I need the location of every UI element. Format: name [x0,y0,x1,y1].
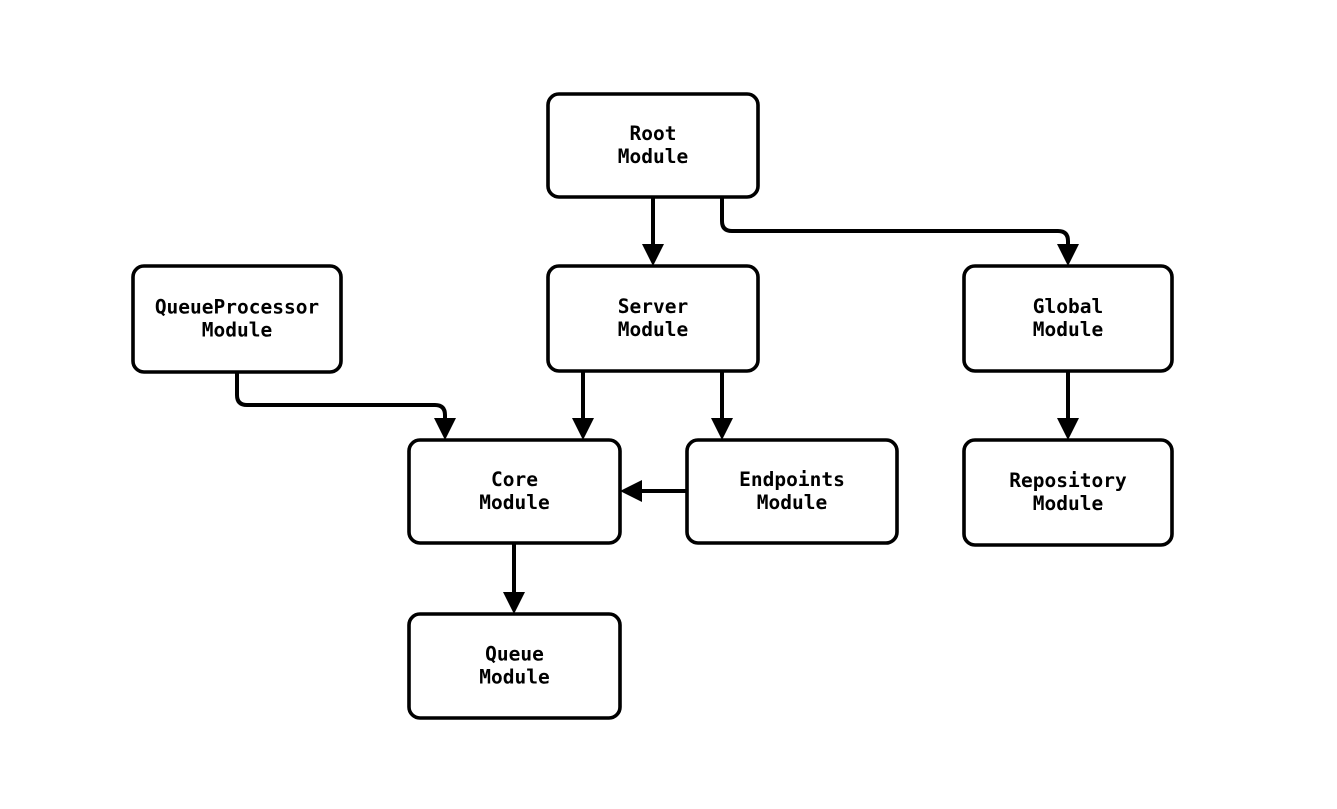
node-label-line2: Module [618,145,688,168]
edge-root-to-global [720,197,1079,266]
node-box[interactable] [546,92,760,199]
node-label-line1: Endpoints [739,468,845,491]
arrowhead-icon [503,592,525,614]
edge-line [720,197,1070,248]
node-label-line1: Root [630,122,677,145]
edges-layer [235,197,1079,614]
arrowhead-icon [572,418,594,440]
node-label-line1: Global [1033,295,1103,318]
node-label-line1: Server [618,295,688,318]
node-label-line1: QueueProcessor [155,296,319,319]
node-box[interactable] [962,438,1174,547]
arrowhead-icon [1057,418,1079,440]
arrowhead-icon [642,244,664,266]
arrowhead-icon [434,418,456,440]
edge-queueprocessor-to-core [235,372,456,440]
edge-line [235,372,447,422]
nodes-layer: RootModuleQueueProcessorModuleServerModu… [131,92,1174,720]
node-box[interactable] [407,438,622,545]
node-label-line2: Module [202,319,272,342]
node-box[interactable] [546,264,760,373]
edge-endpoints-to-core [620,480,687,502]
arrowhead-icon [1057,244,1079,266]
node-label-line2: Module [618,318,688,341]
node-label-line1: Repository [1009,469,1127,492]
node-label-line2: Module [757,491,827,514]
edge-core-to-queue [503,543,525,614]
node-label-line2: Module [1033,492,1103,515]
edge-server-to-endpoints [711,371,733,440]
node-label-line1: Core [491,468,538,491]
node-box[interactable] [131,264,343,374]
arrowhead-icon [711,418,733,440]
node-label-line2: Module [479,666,549,689]
node-box[interactable] [685,438,899,545]
node-box[interactable] [407,612,622,720]
node-label-line2: Module [479,491,549,514]
node-box[interactable] [962,264,1174,373]
node-label-line2: Module [1033,318,1103,341]
edge-global-to-repository [1057,371,1079,440]
edge-root-to-server [642,197,664,266]
node-label-line1: Queue [485,643,544,666]
edge-server-to-core [572,371,594,440]
arrowhead-icon [620,480,642,502]
